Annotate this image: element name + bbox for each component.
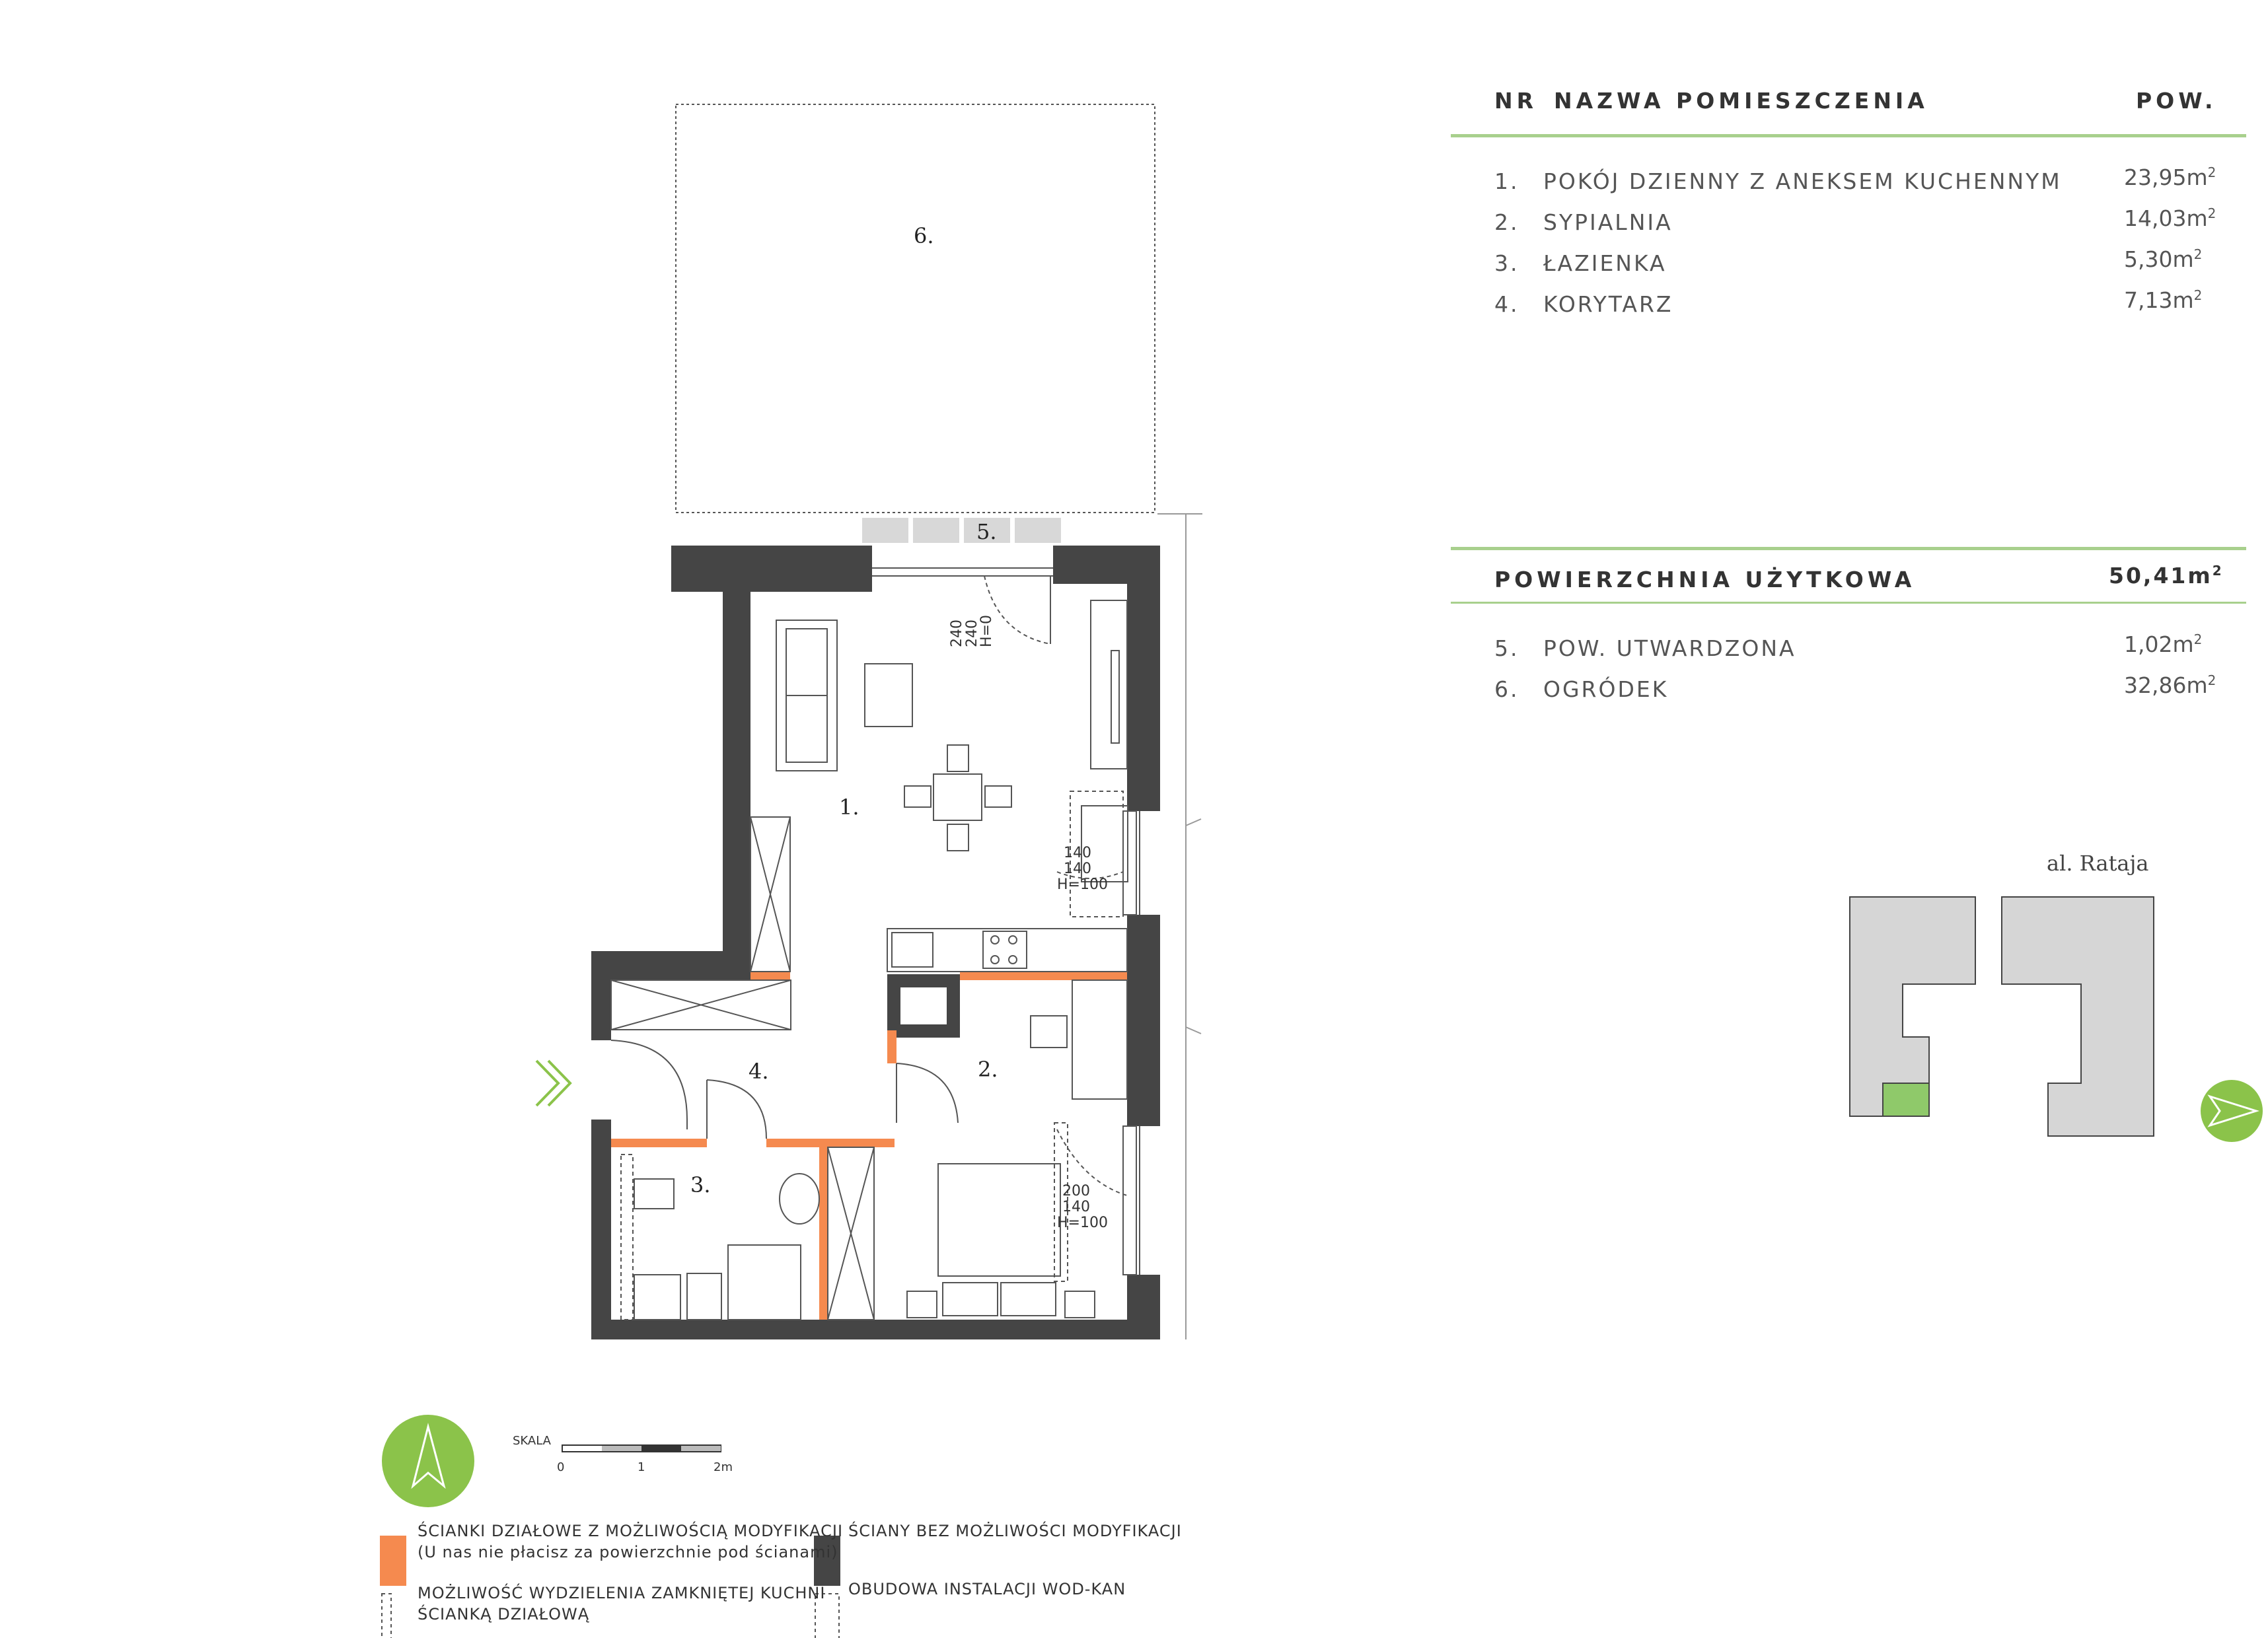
col-nr-header: NR: [1494, 88, 1538, 114]
col-name-header: NAZWA POMIESZCZENIA: [1554, 88, 1928, 114]
balcony-door: [872, 567, 1053, 645]
scale-title: SKALA: [513, 1434, 552, 1448]
dashed-swatch: [381, 1593, 392, 1638]
dark-wall-swatch: [814, 1536, 840, 1586]
row-area: 7,13m2: [2124, 287, 2203, 313]
row-nr: 3.: [1494, 250, 1519, 276]
room-label-3: 3.: [690, 1172, 711, 1197]
row-nr: 1.: [1494, 168, 1519, 194]
row-area: 32,86m2: [2124, 672, 2216, 698]
dim-balcony-2: 240: [964, 620, 980, 647]
dim-window-bed-2: 140: [1062, 1199, 1090, 1215]
legend-orange-text: ŚCIANKI DZIAŁOWE Z MOŻLIWOŚCIĄ MODYFIKAC…: [418, 1522, 844, 1561]
scale-tick-2: 2m: [713, 1460, 733, 1474]
total-top-divider: [1451, 547, 2246, 550]
legend-dark-text: ŚCIANY BEZ MOŻLIWOŚCI MODYFIKACJI: [848, 1522, 1182, 1540]
total-bottom-divider: [1451, 602, 2246, 604]
site-boundary: [1157, 513, 1202, 1339]
orange-wall-swatch: [380, 1536, 406, 1586]
header-divider: [1451, 134, 2246, 137]
north-arrow-icon-large: [382, 1415, 474, 1507]
row-nr: 4.: [1494, 291, 1519, 317]
row-area: 23,95m2: [2124, 164, 2216, 190]
shaft-opening: [900, 987, 947, 1024]
highlighted-unit: [1882, 1083, 1930, 1117]
fixed-walls: [591, 546, 1160, 1339]
scale-tick-0: 0: [557, 1460, 564, 1474]
dim-window-right-2: 140: [1064, 861, 1091, 877]
dim-window-bed-1: 200: [1062, 1183, 1090, 1199]
total-label: POWIERZCHNIA UŻYTKOWA: [1494, 567, 1916, 592]
row-name: KORYTARZ: [1543, 291, 1673, 317]
north-arrow-icon-small: [2201, 1080, 2263, 1142]
room-label-4: 4.: [749, 1059, 769, 1084]
row-nr: 6.: [1494, 676, 1519, 702]
street-label: al. Rataja: [2047, 851, 2149, 876]
row-nr: 2.: [1494, 209, 1519, 235]
row-name: OGRÓDEK: [1543, 676, 1669, 702]
installation-casing: [620, 791, 1124, 1320]
row-area: 1,02m2: [2124, 631, 2203, 657]
entrance-arrow-icon: [535, 1059, 572, 1107]
garden-area: [675, 104, 1155, 513]
scale-tick-1: 1: [638, 1460, 645, 1474]
dim-window-bed-3: H=100: [1057, 1215, 1108, 1231]
room-label-6: 6.: [914, 223, 934, 248]
room-label-1: 1.: [839, 795, 860, 820]
scale-bar: [562, 1444, 721, 1452]
furniture: [610, 600, 1128, 1320]
total-value: 50,41m2: [2109, 563, 2224, 588]
row-area: 14,03m2: [2124, 205, 2216, 231]
row-nr: 5.: [1494, 635, 1519, 661]
dim-balcony-3: H=0: [978, 615, 995, 647]
col-area-header: POW.: [2136, 88, 2217, 114]
row-name: POKÓJ DZIENNY Z ANEKSEM KUCHENNYM: [1543, 168, 2062, 194]
row-name: SYPIALNIA: [1543, 209, 1673, 235]
legend-install-text: OBUDOWA INSTALACJI WOD-KAN: [848, 1580, 1126, 1598]
dim-window-right-3: H=100: [1057, 876, 1108, 893]
room-label-2: 2.: [978, 1057, 998, 1082]
row-area: 5,30m2: [2124, 246, 2203, 272]
row-name: POW. UTWARDZONA: [1543, 635, 1796, 661]
paved-terrace: [862, 518, 1061, 543]
dim-balcony-1: 240: [949, 620, 965, 647]
dim-window-right-1: 140: [1064, 845, 1091, 861]
room-label-5: 5.: [976, 519, 997, 544]
modifiable-walls: [611, 972, 1127, 1320]
key-plan: [1849, 896, 2154, 1137]
dashed-swatch: [815, 1593, 840, 1638]
row-name: ŁAZIENKA: [1543, 250, 1667, 276]
